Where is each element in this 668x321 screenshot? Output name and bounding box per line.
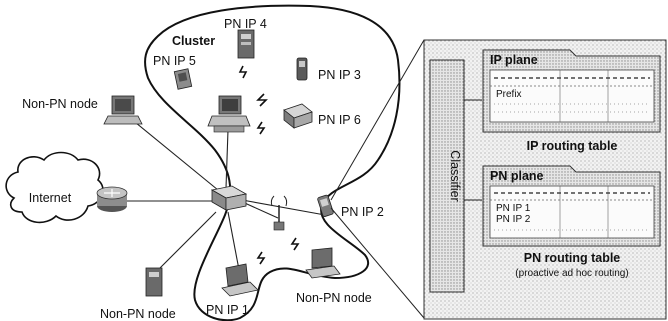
printer-icon [284, 104, 312, 128]
internet-label: Internet [29, 191, 72, 205]
pn-ip-3-label: PN IP 3 [318, 68, 361, 82]
cluster-boundary [145, 6, 399, 321]
node-detail-panel: Classifier IP plane Prefix IP routing ta… [424, 40, 666, 319]
pn-routing-table-caption: PN routing table [524, 251, 621, 265]
pn-ip-6-label: PN IP 6 [318, 113, 361, 127]
pn-routing-table-subcaption: (proactive ad hoc routing) [515, 268, 628, 279]
switch-icon [212, 186, 246, 210]
pn-ip-1-label: PN IP 1 [206, 303, 249, 317]
mobile-phone-icon [297, 58, 307, 80]
pn-ip-4-label: PN IP 4 [224, 17, 267, 31]
cluster-pc-icon [208, 96, 250, 132]
cluster-label: Cluster [172, 34, 215, 48]
ip-routing-table-caption: IP routing table [527, 139, 618, 153]
pda-icon [174, 69, 191, 90]
access-point-icon [271, 196, 286, 230]
pn-table-row-1: PN IP 1 [496, 203, 531, 214]
classifier-label: Classifier [448, 150, 462, 201]
pn-table-row-2: PN IP 2 [496, 214, 531, 225]
ip-plane-title: IP plane [490, 53, 538, 67]
laptop-icon-non-pn [306, 248, 340, 278]
router-icon [97, 187, 127, 212]
pn-plane-title: PN plane [490, 169, 544, 183]
desktop-computer-icon [104, 96, 142, 124]
non-pn-node-bottom-right-label: Non-PN node [296, 291, 372, 305]
ip-table-row-prefix: Prefix [496, 89, 522, 100]
wireless-link-marks [240, 66, 298, 264]
pn-ip-5-label: PN IP 5 [153, 54, 196, 68]
non-pn-node-bottom-left-label: Non-PN node [100, 307, 176, 321]
server-tower-icon [238, 30, 254, 58]
laptop-icon [222, 264, 258, 296]
server-tower-icon-non-pn [146, 268, 162, 296]
non-pn-node-top-label: Non-PN node [22, 97, 98, 111]
pn-ip-2-label: PN IP 2 [341, 205, 384, 219]
internet-cloud [6, 153, 103, 223]
